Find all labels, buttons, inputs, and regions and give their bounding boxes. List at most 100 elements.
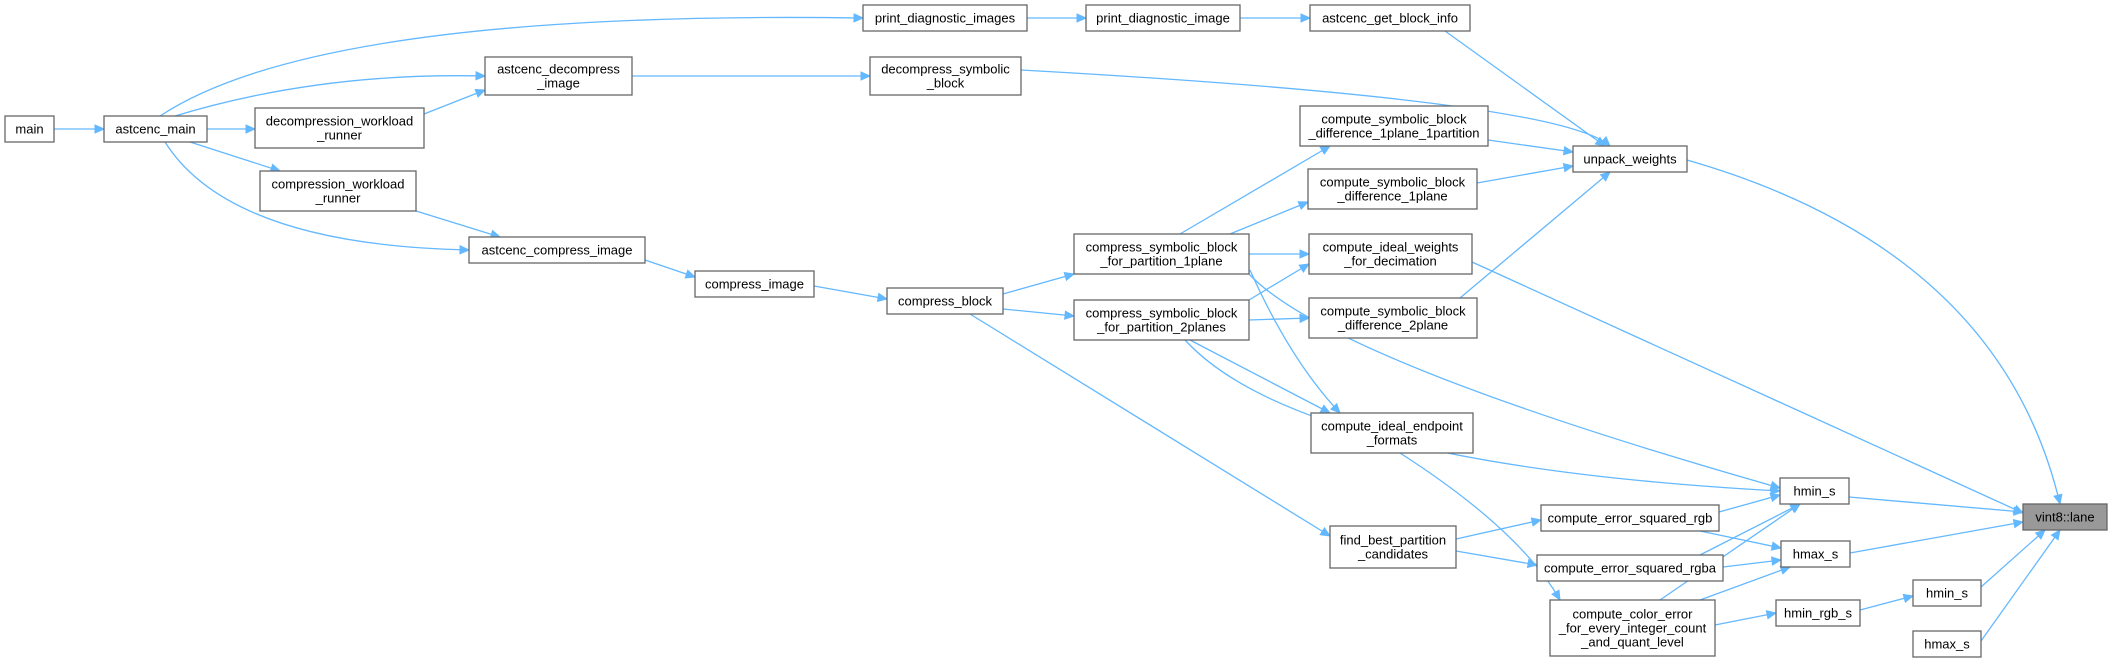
edge-csb_1plane-to-csbd_1plane <box>1229 201 1310 235</box>
edge-compress_block-to-csb_1plane <box>1002 271 1076 295</box>
edge-hmin_s-to-vint8_lane <box>1848 496 2025 516</box>
node-compression-workload-runner[interactable]: compression_workload_runner <box>259 170 417 212</box>
edge-hmin_s_2-to-vint8_lane <box>1980 529 2046 588</box>
node-label: decompression_workload <box>266 114 413 129</box>
node-vint8-lane[interactable]: vint8::lane <box>2022 503 2108 531</box>
edge-astcenc_main-to-decompression_workload_runner <box>207 124 257 134</box>
edge-astcenc_main-to-print_diagnostic_images <box>159 13 865 117</box>
edge-csb_2planes-to-hmin_s <box>1184 339 1782 496</box>
node-label: _for_partition_2planes <box>1096 320 1226 335</box>
node-astcenc-get-block-info[interactable]: astcenc_get_block_info <box>1309 4 1471 32</box>
edge-cce_quant-to-hmax_s <box>1699 565 1792 601</box>
node-astcenc-decompress-image[interactable]: astcenc_decompress_image <box>484 56 633 96</box>
node-find-best-partition-candidates[interactable]: find_best_partition_candidates <box>1329 525 1457 569</box>
edge-cce_quant-to-hmin_rgb_s <box>1714 610 1778 626</box>
node-print-diagnostic-image[interactable]: print_diagnostic_image <box>1085 4 1241 32</box>
node-label: unpack_weights <box>1583 152 1677 167</box>
edge-main-to-astcenc_main <box>54 124 106 134</box>
edge-hmin_rgb_s-to-hmin_s_2 <box>1859 593 1915 611</box>
edge-print_diagnostic_images-to-print_diagnostic_image <box>1027 13 1088 23</box>
node-label: compute_ideal_endpoint <box>1321 419 1463 434</box>
edge-print_diagnostic_image-to-astcenc_get_block_info <box>1240 13 1312 23</box>
node-print-diagnostic-images[interactable]: print_diagnostic_images <box>862 4 1028 32</box>
edge-decompression_workload_runner-to-astcenc_decompress_image <box>423 89 487 115</box>
node-label: compression_workload <box>272 177 405 192</box>
node-label: _for_decimation <box>1343 254 1437 269</box>
node-hmax-s-2[interactable]: hmax_s <box>1912 630 1982 658</box>
node-label: hmin_s <box>1794 484 1836 499</box>
edge-cce_quant-to-hmin_s <box>1659 503 1802 601</box>
node-decompress-symbolic-block[interactable]: decompress_symbolic_block <box>869 56 1022 96</box>
node-hmax-s[interactable]: hmax_s <box>1780 540 1851 568</box>
node-label: _formats <box>1366 433 1418 448</box>
edge-ces_rgb-to-hmax_s <box>1699 530 1783 551</box>
node-label: compute_symbolic_block <box>1321 112 1467 127</box>
edge-compress_block-to-csb_2planes <box>1002 308 1076 320</box>
node-label: compute_ideal_weights <box>1323 240 1459 255</box>
node-label: vint8::lane <box>2035 510 2094 525</box>
node-main[interactable]: main <box>4 115 55 143</box>
edge-csbd_1plane_1partition-to-unpack_weights <box>1487 139 1575 156</box>
edge-decompress_symbolic_block-to-unpack_weights <box>1020 69 1611 147</box>
node-hmin-rgb-s[interactable]: hmin_rgb_s <box>1775 599 1861 627</box>
node-label: print_diagnostic_images <box>875 11 1016 26</box>
node-label: find_best_partition <box>1340 533 1446 548</box>
node-label: hmin_s <box>1926 586 1968 601</box>
edge-csb_2planes-to-csbd_2plane <box>1248 313 1311 324</box>
node-cie-formats[interactable]: compute_ideal_endpoint_formats <box>1310 412 1474 454</box>
node-label: hmax_s <box>1793 547 1839 562</box>
node-label: compute_error_squared_rgb <box>1548 511 1713 526</box>
node-label: _runner <box>316 128 362 143</box>
node-label: _difference_1plane <box>1336 189 1447 204</box>
node-label: print_diagnostic_image <box>1096 11 1230 26</box>
edge-ciw_decimation-to-vint8_lane <box>1471 261 2025 514</box>
node-ciw-decimation[interactable]: compute_ideal_weights_for_decimation <box>1308 233 1473 275</box>
edge-find_best_partition_candidates-to-ces_rgb <box>1455 517 1543 540</box>
node-ces-rgba[interactable]: compute_error_squared_rgba <box>1536 554 1724 582</box>
node-csbd-2plane[interactable]: compute_symbolic_block_difference_2plane <box>1308 297 1478 339</box>
edge-unpack_weights-to-vint8_lane <box>1686 159 2063 506</box>
edge-csb_1plane-to-cie_formats <box>1249 269 1341 414</box>
node-compress-image[interactable]: compress_image <box>694 270 815 298</box>
edge-cie_formats-to-cce_quant <box>1399 452 1561 602</box>
node-astcenc-main[interactable]: astcenc_main <box>103 115 208 143</box>
node-ces-rgb[interactable]: compute_error_squared_rgb <box>1540 504 1720 532</box>
edge-astcenc_compress_image-to-compress_image <box>644 259 697 279</box>
node-astcenc-compress-image[interactable]: astcenc_compress_image <box>468 236 646 264</box>
node-label: _block <box>926 76 965 91</box>
node-label: compute_error_squared_rgba <box>1544 561 1717 576</box>
edge-compress_image-to-compress_block <box>813 285 889 303</box>
node-label: _runner <box>315 191 361 206</box>
edge-csb_2planes-to-cie_formats <box>1189 339 1332 414</box>
node-label: astcenc_get_block_info <box>1322 11 1458 26</box>
edge-compress_block-to-find_best_partition_candidates <box>969 313 1332 537</box>
node-csbd-1plane[interactable]: compute_symbolic_block_difference_1plane <box>1307 168 1478 210</box>
node-unpack-weights[interactable]: unpack_weights <box>1572 145 1688 173</box>
node-csb-2planes[interactable]: compress_symbolic_block_for_partition_2p… <box>1073 299 1250 341</box>
edge-csbd_1plane-to-unpack_weights <box>1476 162 1575 184</box>
node-cce-quant[interactable]: compute_color_error_for_every_integer_co… <box>1549 599 1716 657</box>
edge-astcenc_main-to-astcenc_compress_image <box>164 141 471 255</box>
edge-hmax_s_2-to-vint8_lane <box>1980 528 2061 642</box>
node-label: compute_color_error <box>1573 607 1694 622</box>
node-label: astcenc_decompress <box>497 62 620 77</box>
edge-ces_rgb-to-hmin_s <box>1718 492 1782 513</box>
node-decompression-workload-runner[interactable]: decompression_workload_runner <box>254 107 425 149</box>
node-label: compress_symbolic_block <box>1086 240 1238 255</box>
node-csb-1plane[interactable]: compress_symbolic_block_for_partition_1p… <box>1073 233 1250 275</box>
node-hmin-s-2[interactable]: hmin_s <box>1912 579 1982 607</box>
node-label: _for_partition_1plane <box>1099 254 1222 269</box>
edge-compression_workload_runner-to-astcenc_compress_image <box>415 210 502 239</box>
node-compress-block[interactable]: compress_block <box>886 287 1004 315</box>
edge-astcenc_main-to-astcenc_decompress_image <box>174 71 487 117</box>
node-hmin-s[interactable]: hmin_s <box>1779 477 1850 505</box>
edge-astcenc_decompress_image-to-decompress_symbolic_block <box>632 71 872 81</box>
node-csbd-1plane-1partition[interactable]: compute_symbolic_block_difference_1plane… <box>1299 105 1489 147</box>
node-label: astcenc_main <box>115 122 195 137</box>
node-label: compute_symbolic_block <box>1320 175 1466 190</box>
edge-csbd_2plane-to-unpack_weights <box>1459 171 1611 299</box>
graph-nodes: main astcenc_main print_diagnostic_images p… <box>4 4 2108 658</box>
node-label: _difference_2plane <box>1337 318 1448 333</box>
node-label: _image <box>536 76 580 91</box>
